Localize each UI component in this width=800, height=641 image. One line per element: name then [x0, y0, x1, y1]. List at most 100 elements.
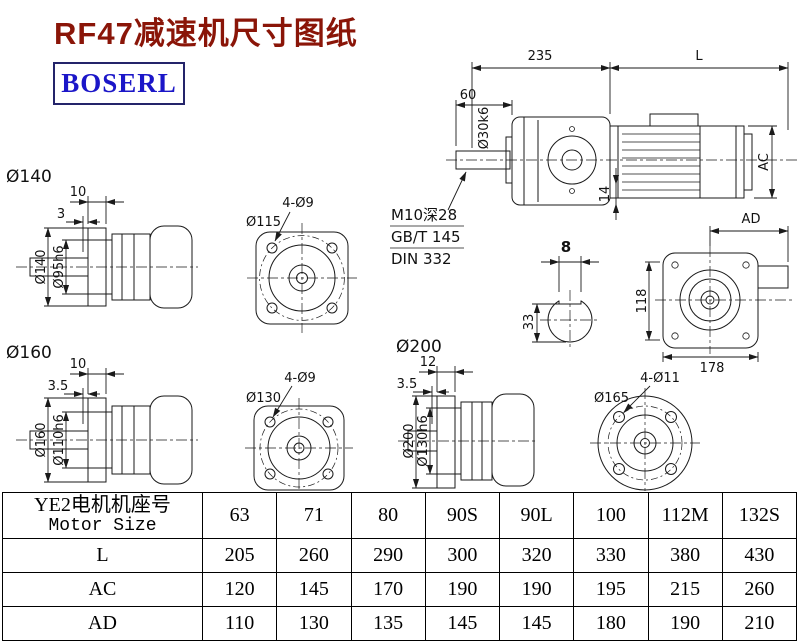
flange140-dim10-label: 10 [70, 185, 87, 200]
value-cell: 330 [573, 538, 649, 573]
motor-size-header-cn: YE2电机机座号 [34, 494, 171, 517]
top-view-drawing: AD 118 178 [635, 212, 794, 376]
page-title: RF47减速机尺寸图纸 [54, 16, 358, 51]
value-cell: 380 [647, 538, 723, 573]
value-cell: 130 [276, 606, 352, 641]
thread-note-line2: GB/T 145 [391, 228, 461, 246]
value-cell: 145 [276, 572, 352, 607]
motor-size-table: YE2电机机座号 Motor Size 63 71 80 90S 90L 100… [2, 492, 798, 641]
value-cell: 300 [424, 538, 501, 573]
gearbox-top-body [662, 252, 759, 349]
flange140-hub-label: Ø95h6 [52, 245, 67, 288]
dim-118-label: 118 [635, 289, 650, 314]
side-view-drawing: 235 L 60 Ø30k6 14 AC [446, 49, 797, 220]
row-label-AD: AD [2, 606, 203, 641]
round-flange-165-drawing: 4-Ø11 Ø165 [590, 371, 700, 491]
table-row-AC: AC 120 145 170 190 190 195 215 260 [2, 572, 798, 607]
flange200-dia-label: Ø200 [402, 423, 417, 458]
brand-logo: BOSERL [53, 62, 185, 105]
dim-14-label: 14 [598, 186, 613, 203]
value-cell: 260 [276, 538, 352, 573]
dim-L-label: L [695, 49, 703, 64]
key-width-label: 8 [561, 238, 571, 256]
row-label-L: L [2, 538, 203, 573]
value-cell: 110 [201, 606, 278, 641]
value-cell: 260 [721, 572, 798, 607]
dim-AD-label: AD [742, 212, 761, 227]
shaft-dia-label: Ø30k6 [477, 107, 492, 150]
gearbox-housing [511, 116, 611, 206]
flange160-dia-label: Ø160 [34, 422, 49, 457]
size-cell: 90S [424, 492, 501, 539]
input-shaft [455, 150, 511, 170]
value-cell: 320 [498, 538, 575, 573]
flange200-caption: Ø200 [396, 337, 442, 357]
value-cell: 215 [647, 572, 723, 607]
shaft-section-drawing: 8 33 [522, 238, 600, 350]
size-cell: 63 [201, 492, 278, 539]
value-cell: 430 [721, 538, 798, 573]
value-cell: 190 [647, 606, 723, 641]
flange160-dim10-label: 10 [70, 357, 87, 372]
round165-dia-label: Ø165 [594, 391, 629, 406]
value-cell: 170 [350, 572, 426, 607]
flange140-drawing: Ø140 10 3 Ø140 Ø95h6 [6, 167, 198, 309]
size-cell: 80 [350, 492, 426, 539]
value-cell: 145 [498, 606, 575, 641]
value-cell: 190 [498, 572, 575, 607]
value-cell: 210 [721, 606, 798, 641]
value-cell: 205 [201, 538, 278, 573]
size-cell: 112M [647, 492, 723, 539]
round165-holes-label: 4-Ø11 [640, 371, 680, 386]
flange200-hub-label: Ø130h6 [416, 415, 431, 467]
size-cell: 100 [573, 492, 649, 539]
square130-dia-label: Ø130 [246, 391, 281, 406]
square-flange-130-drawing: 4-Ø9 Ø130 [245, 371, 353, 491]
square115-dia-label: Ø115 [246, 215, 281, 230]
flange200-drawing: Ø200 12 3.5 Ø200 Ø130h6 [396, 337, 538, 489]
value-cell: 195 [573, 572, 649, 607]
square130-holes-label: 4-Ø9 [284, 371, 315, 386]
size-cell: 132S [721, 492, 798, 539]
size-cell: 71 [276, 492, 352, 539]
flange140-dia-label: Ø140 [34, 249, 49, 284]
table-row-L: L 205 260 290 300 320 330 380 430 [2, 538, 798, 573]
value-cell: 190 [424, 572, 501, 607]
motor-size-header-en: Motor Size [48, 516, 157, 537]
flange160-caption: Ø160 [6, 343, 52, 363]
value-cell: 290 [350, 538, 426, 573]
row-label-AC: AC [2, 572, 203, 607]
flange200-dim35-label: 3.5 [397, 377, 418, 392]
square-flange-115-drawing: 4-Ø9 Ø115 [246, 196, 357, 333]
output-shaft-stub [757, 265, 789, 289]
flange200-housing [491, 393, 535, 487]
flange160-drawing: Ø160 10 3.5 Ø160 Ø110h6 [6, 343, 198, 485]
square115-holes-label: 4-Ø9 [282, 196, 313, 211]
dim-AC-label: AC [757, 153, 772, 171]
motor-size-header: YE2电机机座号 Motor Size [2, 492, 203, 539]
key-height-label: 33 [522, 314, 537, 331]
flange200-dim12-label: 12 [420, 355, 437, 370]
thread-note-line1: M10深28 [391, 206, 457, 224]
value-cell: 180 [573, 606, 649, 641]
value-cell: 120 [201, 572, 278, 607]
value-cell: 135 [350, 606, 426, 641]
terminal-box [649, 113, 699, 127]
thread-note-line3: DIN 332 [391, 250, 452, 268]
flange140-dim3-label: 3 [57, 207, 65, 222]
brand-logo-text: BOSERL [61, 68, 177, 98]
value-cell: 145 [424, 606, 501, 641]
fan-cover-end [743, 133, 753, 191]
technical-drawing: 235 L 60 Ø30k6 14 AC M10深28 GB/T 145 DIN… [6, 49, 797, 491]
flange160-dim35-label: 3.5 [48, 379, 69, 394]
dim-60-label: 60 [460, 88, 477, 103]
flange140-caption: Ø140 [6, 167, 52, 187]
table-row-AD: AD 110 130 135 145 145 180 190 210 [2, 606, 798, 641]
table-header-row: YE2电机机座号 Motor Size 63 71 80 90S 90L 100… [2, 492, 798, 539]
flange160-housing [149, 395, 193, 485]
size-cell: 90L [498, 492, 575, 539]
motor-body [609, 125, 745, 199]
thread-note: M10深28 GB/T 145 DIN 332 [390, 171, 467, 268]
dim-235-label: 235 [528, 49, 553, 64]
